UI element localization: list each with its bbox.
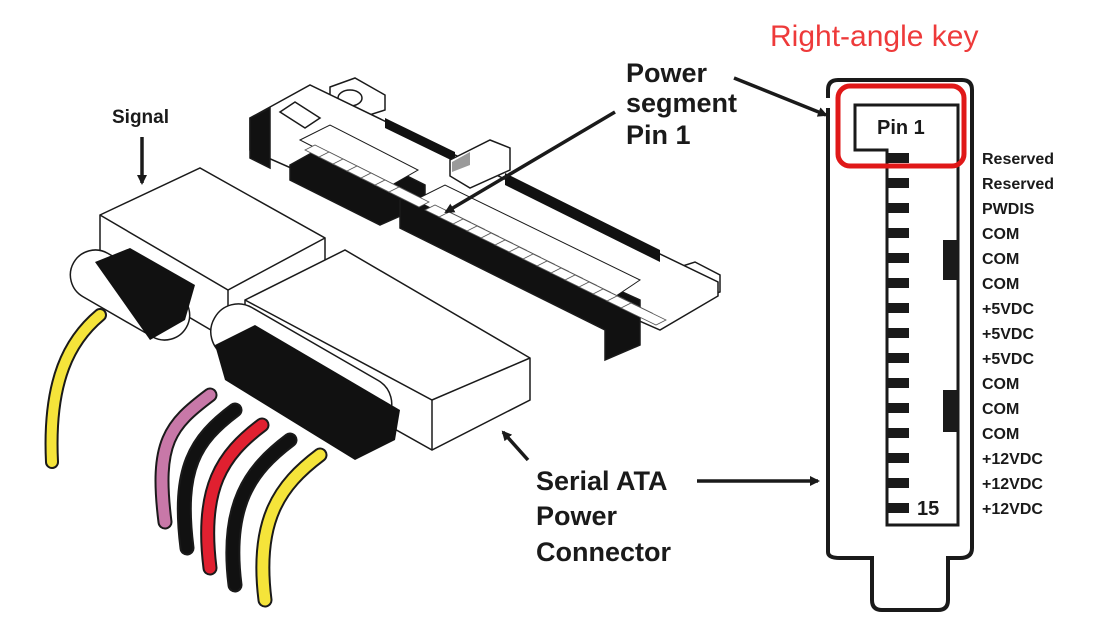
connector-outline bbox=[826, 78, 974, 612]
pin-tabs bbox=[887, 153, 909, 513]
key-bump-upper bbox=[943, 240, 958, 280]
sata-arrow-left bbox=[501, 430, 530, 462]
key-bump-lower bbox=[943, 390, 958, 432]
pin-label: +5VDC bbox=[982, 351, 1034, 368]
pin-label: COM bbox=[982, 226, 1019, 243]
signal-contact bbox=[388, 186, 430, 208]
power-wire bbox=[178, 404, 241, 554]
power-wire bbox=[202, 419, 268, 574]
pin-label: Reserved bbox=[982, 151, 1054, 168]
pin-tab bbox=[887, 503, 909, 513]
pin-tab bbox=[887, 303, 909, 313]
power-cable-connector bbox=[210, 249, 531, 460]
pin-label: +12VDC bbox=[982, 501, 1043, 518]
power-contact bbox=[620, 302, 667, 326]
pin-tab bbox=[887, 353, 909, 363]
pin-label: +12VDC bbox=[982, 451, 1043, 468]
power-segment-label-line3: Pin 1 bbox=[626, 120, 691, 150]
pin-label: +5VDC bbox=[982, 326, 1034, 343]
pin-tab bbox=[887, 178, 909, 188]
pin-tab bbox=[887, 203, 909, 213]
pin-label: COM bbox=[982, 276, 1019, 293]
pin-tab bbox=[887, 328, 909, 338]
sata-label-line1: Serial ATA bbox=[536, 466, 668, 496]
pin-tab bbox=[887, 378, 909, 388]
pin-label: +12VDC bbox=[982, 476, 1043, 493]
pin-label: COM bbox=[982, 251, 1019, 268]
contact-outline bbox=[853, 103, 960, 527]
power-wires bbox=[154, 387, 328, 608]
power-wire bbox=[227, 434, 296, 591]
pin-label: +5VDC bbox=[982, 301, 1034, 318]
power-segment-arrow-right bbox=[733, 76, 828, 117]
diagram-title: Right-angle key bbox=[770, 20, 978, 53]
power-segment-label-line1: Power bbox=[626, 58, 708, 88]
pin-labels: ReservedReservedPWDISCOMCOMCOM+5VDC+5VDC… bbox=[982, 151, 1054, 518]
power-wire bbox=[257, 449, 326, 606]
pin-tab bbox=[887, 153, 909, 163]
pin-tab bbox=[887, 453, 909, 463]
pin-label: COM bbox=[982, 426, 1019, 443]
pin-tab bbox=[887, 478, 909, 488]
pinout-diagram bbox=[826, 78, 974, 612]
contact-strips bbox=[304, 144, 667, 326]
sata-label-line2: Power bbox=[536, 501, 618, 531]
pin-tab bbox=[887, 278, 909, 288]
pin-label: PWDIS bbox=[982, 201, 1035, 218]
power-wire bbox=[156, 389, 216, 528]
pin-tab bbox=[887, 228, 909, 238]
power-segment-arrow-left bbox=[444, 110, 616, 214]
pin-label: COM bbox=[982, 401, 1019, 418]
pin-1-label: Pin 1 bbox=[877, 117, 925, 139]
pin-label: COM bbox=[982, 376, 1019, 393]
right-angle-key-highlight bbox=[835, 83, 967, 169]
drive-connector bbox=[249, 77, 721, 362]
pin-tab bbox=[887, 428, 909, 438]
signal-label: Signal bbox=[112, 107, 169, 128]
pin-tab bbox=[887, 253, 909, 263]
pin-15-label: 15 bbox=[917, 498, 939, 520]
pin-tab bbox=[887, 403, 909, 413]
power-segment-label-line2: segment bbox=[626, 88, 737, 118]
pin-label: Reserved bbox=[982, 176, 1054, 193]
signal-wire-fill bbox=[46, 310, 105, 467]
sata-label-line3: Connector bbox=[536, 537, 671, 567]
